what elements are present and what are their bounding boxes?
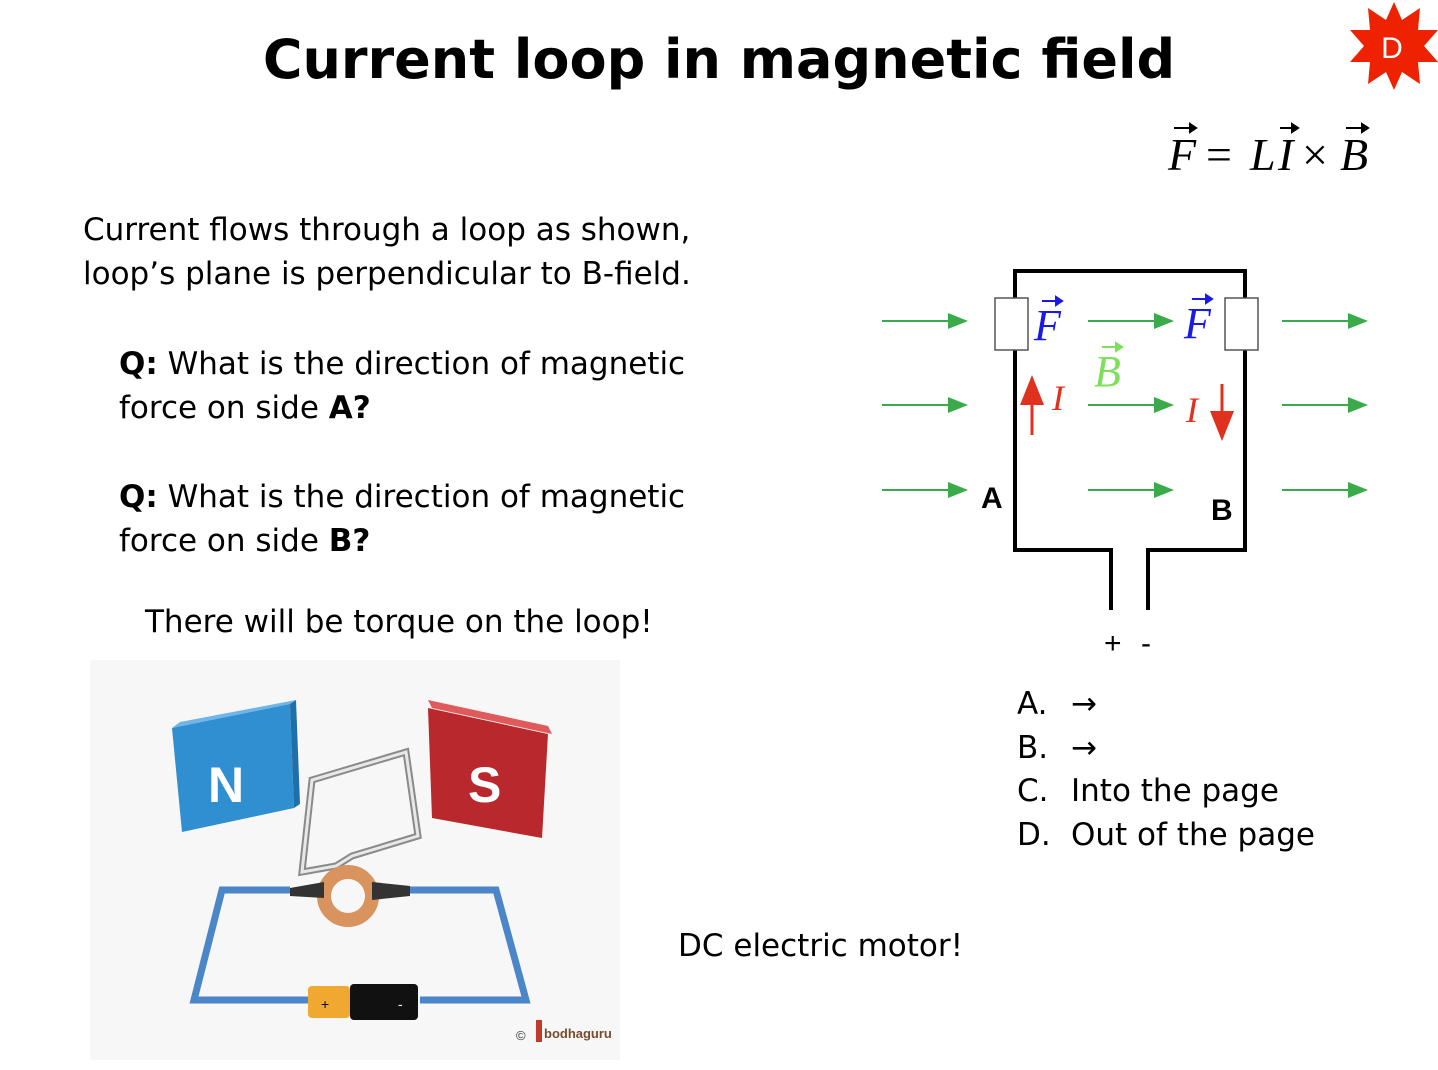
choice-a-letter: A. <box>1017 686 1048 722</box>
intro-line-1: Current flows through a loop as shown, <box>83 212 691 248</box>
question-side-a: Q: What is the direction of magnetic for… <box>119 342 685 430</box>
current-loop-diagram: F F B I I A B + - <box>882 269 1368 660</box>
badge-label: D <box>1381 32 1403 65</box>
question-side-b: Q: What is the direction of magnetic for… <box>119 475 685 563</box>
field-label: B <box>1094 347 1121 396</box>
choice-b-letter: B. <box>1017 729 1049 766</box>
side-a-block <box>994 297 1029 351</box>
choice-d: D. Out of the page <box>1017 814 1315 858</box>
force-label-right: F <box>1183 299 1212 348</box>
formula-equals: = <box>1206 129 1232 180</box>
badge-starburst <box>1350 2 1438 90</box>
q2-label: Q: <box>119 479 158 515</box>
formula-b: B <box>1340 129 1368 180</box>
formula-i: I <box>1277 129 1296 180</box>
battery-minus-label: - <box>398 996 403 1012</box>
torque-note: There will be torque on the loop! <box>145 604 653 640</box>
brushes <box>290 882 410 900</box>
dc-motor-illustration: N S + - © bodhaguru <box>90 660 620 1060</box>
force-formula: F = L I × B <box>1167 122 1370 180</box>
q2-line-2: force on side <box>119 523 329 559</box>
credit-text: bodhaguru <box>544 1026 612 1041</box>
force-label-left: F <box>1033 301 1062 350</box>
force-vector-arrows <box>1042 293 1214 307</box>
circuit-wire <box>189 886 531 1004</box>
current-label-right: I <box>1185 390 1200 430</box>
choice-a-text: → <box>1071 686 1097 722</box>
south-magnet: S <box>428 700 552 838</box>
choice-c-text: Into the page <box>1071 773 1279 809</box>
side-b-label: B <box>1211 494 1233 527</box>
credit-symbol: © <box>516 1028 526 1043</box>
current-label-left: I <box>1051 378 1066 418</box>
q1-line-1: What is the direction of magnetic <box>157 346 686 382</box>
formula-vector-arrows <box>1174 122 1370 134</box>
q1-side: A? <box>328 390 371 426</box>
current-arrows <box>1020 375 1234 441</box>
side-a-label: A <box>981 482 1003 515</box>
formula-times: × <box>1302 129 1328 180</box>
battery: + - <box>308 984 418 1020</box>
field-vector-arrow <box>1102 341 1124 353</box>
current-loop-wire <box>1013 269 1247 610</box>
side-b-block <box>1224 297 1259 351</box>
choice-c: C. Into the page <box>1017 770 1315 814</box>
q1-label: Q: <box>119 346 158 382</box>
slide-title: Current loop in magnetic field <box>262 28 1176 91</box>
choice-d-letter: D. <box>1017 816 1051 853</box>
magnetic-field-arrows <box>882 313 1368 498</box>
answer-choices: A. → B. → C. Into the page D. Out of the… <box>1017 683 1315 857</box>
north-magnet: N <box>172 700 300 832</box>
choice-b-text: → <box>1071 729 1097 766</box>
choice-a: A. → <box>1017 683 1315 727</box>
north-label: N <box>208 757 244 813</box>
battery-plus-label: + <box>321 996 329 1012</box>
q2-line-1: What is the direction of magnetic <box>157 479 686 515</box>
q2-side: B? <box>328 523 371 559</box>
choice-b: B. → <box>1017 727 1315 771</box>
intro-text: Current flows through a loop as shown, l… <box>83 208 691 296</box>
terminal-minus: - <box>1141 627 1151 660</box>
motor-note: DC electric motor! <box>678 928 964 964</box>
intro-line-2: loop’s plane is perpendicular to B-field… <box>83 256 691 292</box>
formula-f: F <box>1167 129 1197 180</box>
south-label: S <box>468 757 501 813</box>
choice-c-letter: C. <box>1017 773 1049 809</box>
q1-line-2: force on side <box>119 390 329 426</box>
bodhaguru-logo: © bodhaguru <box>516 1020 612 1043</box>
choice-d-text: Out of the page <box>1071 816 1315 853</box>
terminal-plus: + <box>1104 627 1122 660</box>
badge-starburst-icon: D <box>1350 2 1438 90</box>
formula-l: L <box>1249 129 1276 180</box>
